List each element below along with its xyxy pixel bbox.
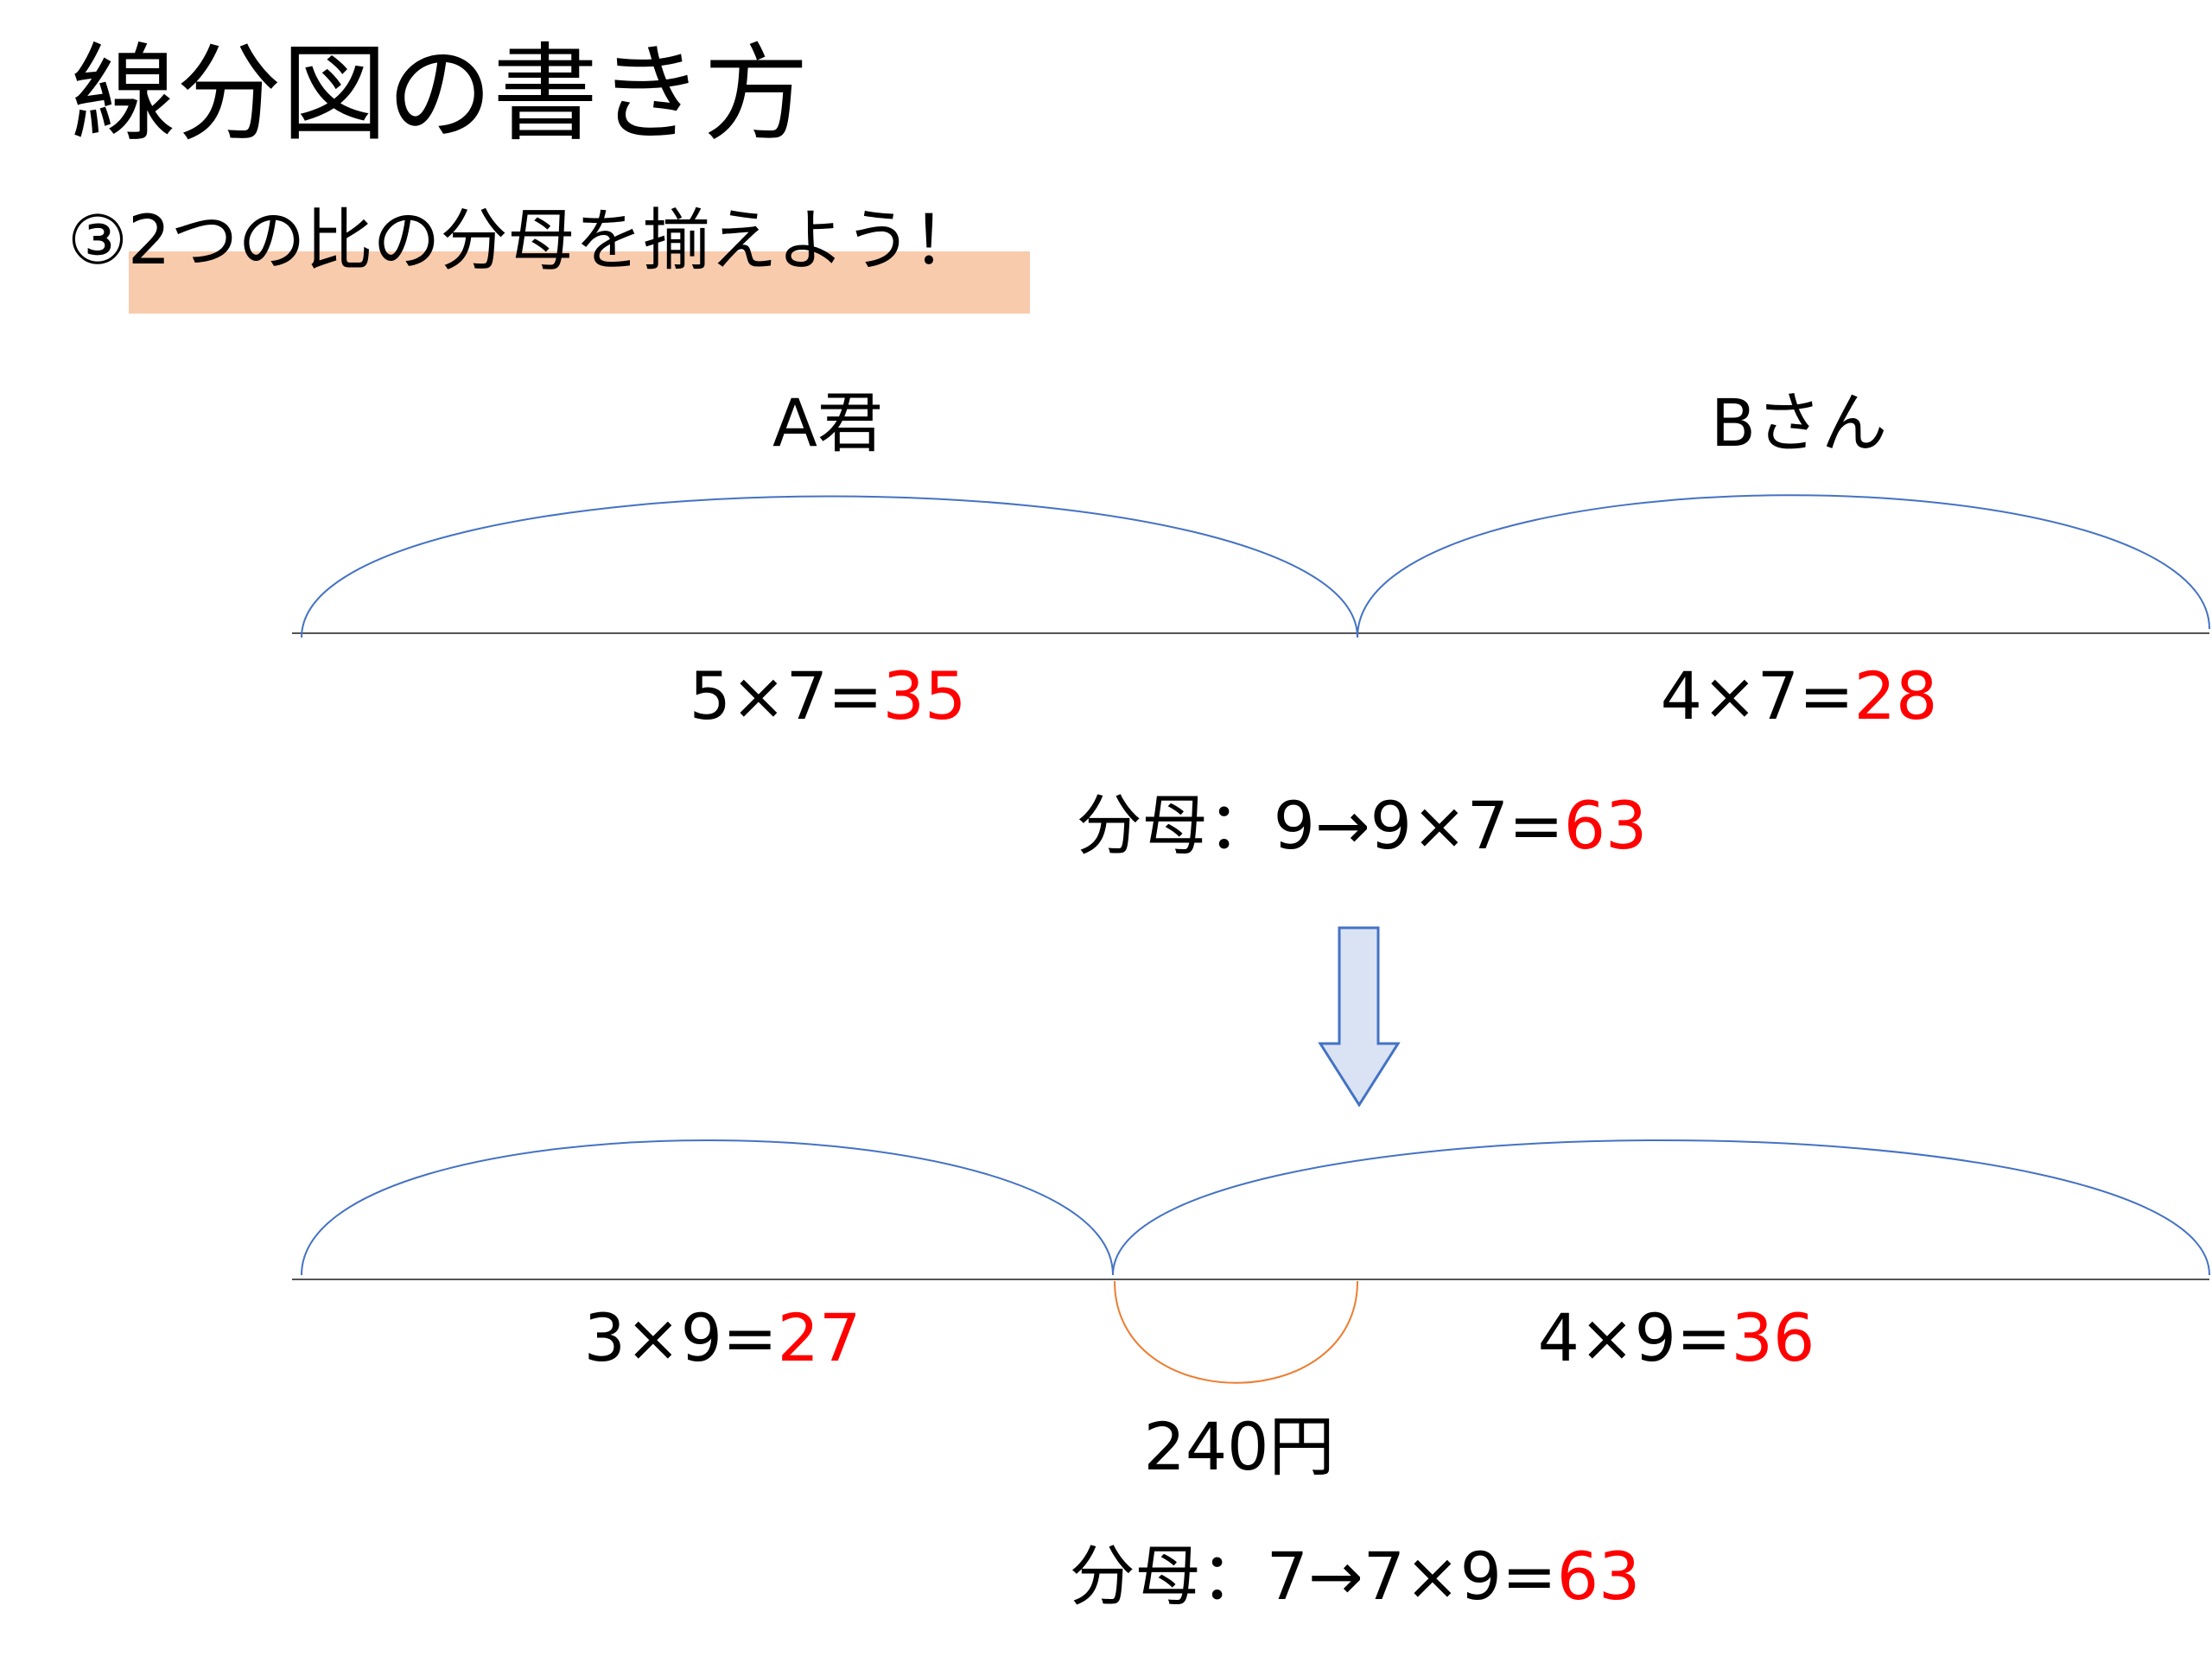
top-arc-b	[1357, 494, 2210, 638]
bottom-denominator-result: 63	[1556, 1538, 1641, 1615]
bottom-eq-b: 4×9=36	[1538, 1305, 1815, 1371]
subtitle: ③2つの比の分母を揃えよう！	[67, 202, 980, 280]
top-eq-b-expr: 4×7=	[1660, 657, 1854, 734]
bottom-arc-a	[301, 1139, 1114, 1276]
top-eq-a-expr: 5×7=	[689, 657, 883, 734]
top-eq-b-result: 28	[1853, 657, 1938, 734]
label-a-kun: A君	[772, 384, 883, 461]
label-b-san: Bさん	[1710, 384, 1888, 461]
difference-arc	[1114, 1280, 1358, 1384]
bottom-denominator-expr: 分母：7→7×9=	[1069, 1538, 1557, 1615]
bottom-eq-a-expr: 3×9=	[583, 1299, 778, 1376]
difference-label: 240円	[1143, 1408, 1335, 1485]
subtitle-highlight	[129, 251, 1030, 314]
top-eq-a-result: 35	[882, 657, 967, 734]
bottom-eq-b-expr: 4×9=	[1537, 1299, 1732, 1376]
bottom-arc-b	[1112, 1139, 2210, 1276]
top-denominator-expr: 分母：9→9×7=	[1076, 787, 1564, 864]
top-eq-a: 5×7=35	[690, 663, 967, 729]
bottom-eq-a: 3×9=27	[584, 1305, 861, 1371]
top-eq-b: 4×7=28	[1661, 663, 1938, 729]
bottom-eq-a-result: 27	[777, 1299, 861, 1376]
page-title: 線分図の書き方	[71, 33, 809, 155]
top-denominator: 分母：9→9×7=63	[1077, 793, 1648, 859]
down-arrow-icon	[1318, 926, 1401, 1107]
top-denominator-result: 63	[1563, 787, 1648, 864]
bottom-denominator: 分母：7→7×9=63	[1070, 1544, 1641, 1609]
top-arc-a	[301, 495, 1358, 638]
bottom-eq-b-result: 36	[1731, 1299, 1815, 1376]
